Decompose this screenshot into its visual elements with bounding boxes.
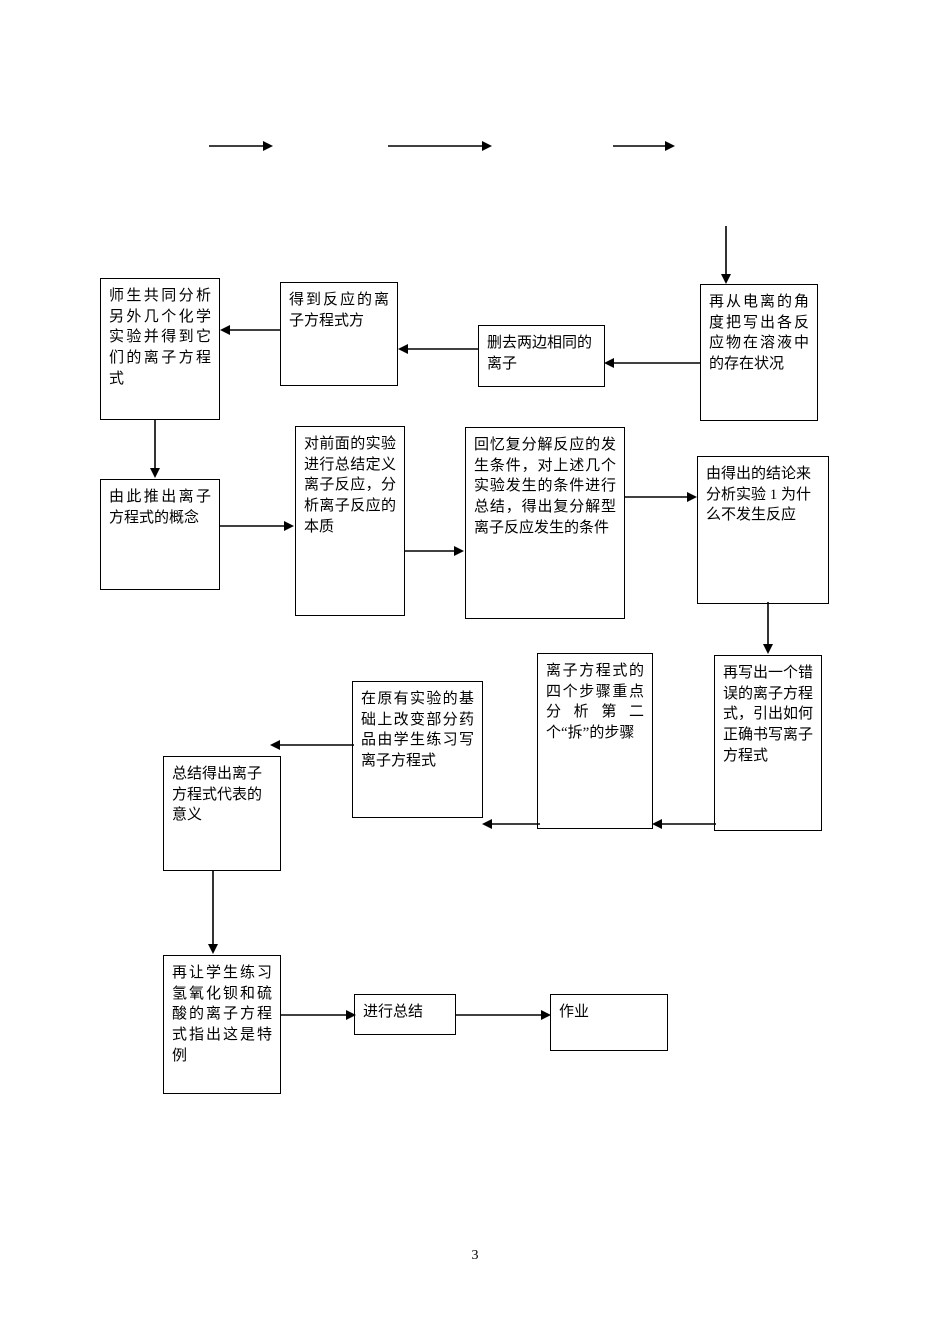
node-ionization-perspective: 再从电离的角度把写出各反应物在溶液中的存在状况	[700, 284, 818, 421]
arrow-analysis-to-concept-connector	[147, 420, 163, 480]
node-recall-metathesis-conditions: 回忆复分解反应的发生条件，对上述几个实验发生的条件进行总结，得出复分解型离子反应…	[465, 427, 625, 619]
arrow-wrong-to-steps-connector	[652, 816, 718, 832]
node-conduct-summary: 进行总结	[354, 994, 456, 1035]
node-obtain-ionic-equation: 得到反应的离子方程式方	[280, 282, 398, 386]
arrow-practice-to-summary-connector	[280, 1007, 358, 1023]
top-arrow-2-connector	[388, 138, 494, 154]
arrow-meaning-to-practice-connector	[205, 870, 221, 956]
node-summarize-meaning: 总结得出离子方程式代表的意义	[163, 756, 281, 871]
arrow-concept-to-summarize-connector	[220, 518, 296, 534]
node-modify-experiment-practice: 在原有实验的基础上改变部分药品由学生练习写离子方程式	[352, 681, 483, 818]
arrow-modify-to-meaning-connector	[270, 737, 356, 753]
arrow-ionization-to-delete-connector	[604, 355, 702, 371]
node-homework: 作业	[550, 994, 668, 1051]
arrow-obtain-to-analysis-connector	[220, 322, 282, 338]
arrow-delete-to-obtain-connector	[398, 341, 480, 357]
arrow-summary-to-homework-connector	[455, 1007, 553, 1023]
node-delete-common-ions: 删去两边相同的离子	[478, 325, 605, 387]
node-four-steps-emphasis: 离子方程式的四个步骤重点分析第二个“拆”的步骤	[537, 653, 653, 829]
top-arrow-1-connector	[209, 138, 275, 154]
node-practice-barium-hydroxide: 再让学生练习氢氧化钡和硫酸的离子方程式指出这是特例	[163, 955, 281, 1094]
arrow-into-ionization-connector	[718, 226, 734, 286]
node-write-wrong-equation: 再写出一个错误的离子方程式，引出如何正确书写离子方程式	[714, 655, 822, 831]
arrow-steps-to-modify-connector	[482, 816, 542, 832]
arrow-summarize-to-recall-connector	[404, 543, 466, 559]
node-summarize-define-ionic-reaction: 对前面的实验进行总结定义离子反应，分析离子反应的本质	[295, 426, 405, 616]
arrow-analyze1-to-wrong-connector	[760, 602, 776, 656]
page-number: 3	[471, 1248, 479, 1263]
node-derive-ionic-equation-concept: 由此推出离子方程式的概念	[100, 479, 220, 590]
node-teacher-student-analysis: 师生共同分析另外几个化学实验并得到它们的离子方程式	[100, 278, 220, 420]
top-arrow-3-connector	[613, 138, 677, 154]
arrow-recall-to-analyze1-connector	[625, 489, 699, 505]
node-analyze-experiment-1: 由得出的结论来分析实验 1 为什么不发生反应	[697, 456, 829, 604]
